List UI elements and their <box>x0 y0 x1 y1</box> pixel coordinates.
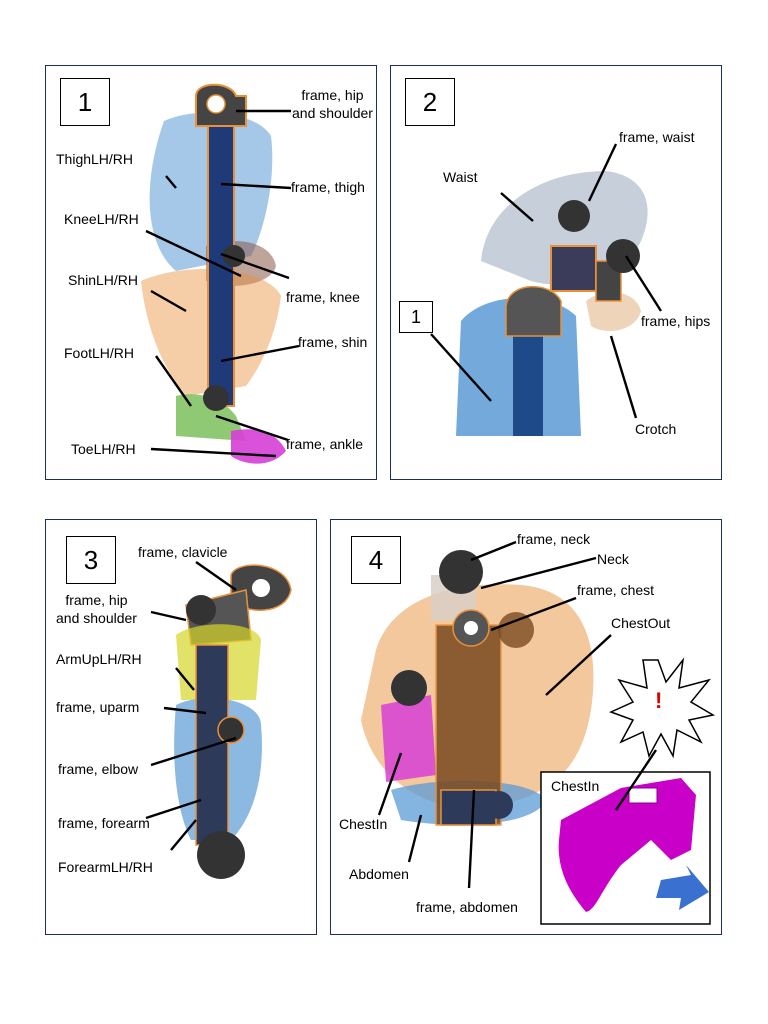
label-thigh: ThighLH/RH <box>56 151 134 167</box>
label-frame-abdomen: frame, abdomen <box>416 899 518 915</box>
panel-4-number: 4 <box>351 536 401 584</box>
chestin-shape <box>381 695 436 782</box>
label-armup: ArmUpLH/RH <box>56 651 142 667</box>
label-frame-shin: frame, shin <box>298 334 368 350</box>
panel-4-illustration <box>361 540 716 925</box>
panel-2: 2 1 frame, waist Waist frame, hips Crotc… <box>390 65 722 480</box>
waist-ball <box>558 200 590 232</box>
label-frame-hip-shoulder-line1: frame, hip <box>65 592 128 608</box>
panel-3-number: 3 <box>66 536 116 584</box>
label-foot: FootLH/RH <box>64 345 135 361</box>
panel-1-number: 1 <box>60 78 110 126</box>
elbow-joint <box>217 716 245 744</box>
waist-frame-block <box>550 245 597 292</box>
label-frame-hip-shoulder-line1: frame, hip <box>301 87 364 103</box>
panel-1: 1 frame, hip and shoulder ThighLH/RH fra… <box>45 65 377 480</box>
label-frame-hip-shoulder-line2: and shoulder <box>292 105 373 121</box>
leader-lines <box>145 109 300 458</box>
label-toe: ToeLH/RH <box>71 441 136 457</box>
toe-shape <box>231 429 286 464</box>
panel-3: 3 frame, clavicle frame, hip and shoulde… <box>45 519 317 935</box>
leader-lines <box>145 561 237 851</box>
label-forearm: ForearmLH/RH <box>58 859 153 875</box>
leader-lines <box>430 143 663 419</box>
panel-3-illustration <box>145 561 292 879</box>
label-frame-knee: frame, knee <box>286 289 360 305</box>
label-frame-elbow: frame, elbow <box>58 761 139 777</box>
shoulder-ball-left <box>391 670 427 706</box>
panel-4: 4 frame, neck Neck frame, chest ChestOut… <box>330 519 722 935</box>
label-frame-hip-shoulder: frame, hip and shoulder <box>292 86 373 122</box>
label-frame-hip-shoulder: frame, hip and shoulder <box>56 591 137 627</box>
hip-clamp-shape <box>505 285 562 337</box>
inset-title-chestin: ChestIn <box>551 778 600 794</box>
leader-lines <box>377 540 612 889</box>
panel-2-number: 2 <box>405 78 455 126</box>
shoulder-ball-right <box>498 612 534 648</box>
neck-ball <box>439 550 483 594</box>
label-frame-thigh: frame, thigh <box>291 179 365 195</box>
label-frame-forearm: frame, forearm <box>58 815 150 831</box>
label-abdomen: Abdomen <box>349 866 409 882</box>
label-frame-uparm: frame, uparm <box>56 699 140 715</box>
panel-2-inset-number: 1 <box>399 301 433 333</box>
burst-shape <box>609 657 716 759</box>
label-frame-waist: frame, waist <box>619 129 695 145</box>
shoulder-ball <box>186 595 216 625</box>
label-frame-ankle: frame, ankle <box>286 436 364 452</box>
frame-column <box>513 326 543 436</box>
label-crotch: Crotch <box>635 421 677 437</box>
exclamation-mark: ! <box>655 688 663 713</box>
blue-arrow-icon <box>656 865 709 910</box>
label-shin: ShinLH/RH <box>68 272 139 288</box>
label-frame-neck: frame, neck <box>517 531 591 547</box>
label-chestout: ChestOut <box>611 615 671 631</box>
label-chestin: ChestIn <box>339 816 388 832</box>
panel-1-illustration <box>141 83 300 464</box>
label-knee: KneeLH/RH <box>64 211 139 227</box>
label-neck: Neck <box>597 551 629 567</box>
panel-2-illustration <box>430 143 663 436</box>
label-frame-hip-shoulder-line2: and shoulder <box>56 610 137 626</box>
wrist-ball <box>197 831 245 879</box>
label-waist: Waist <box>443 169 478 185</box>
crotch-shape <box>586 292 641 331</box>
label-frame-chest: frame, chest <box>577 582 655 598</box>
ankle-ball <box>203 385 229 411</box>
foot-shape <box>176 394 246 441</box>
label-frame-clavicle: frame, clavicle <box>138 544 228 560</box>
label-frame-hips: frame, hips <box>641 313 711 329</box>
chestin-part-shape <box>558 778 696 912</box>
